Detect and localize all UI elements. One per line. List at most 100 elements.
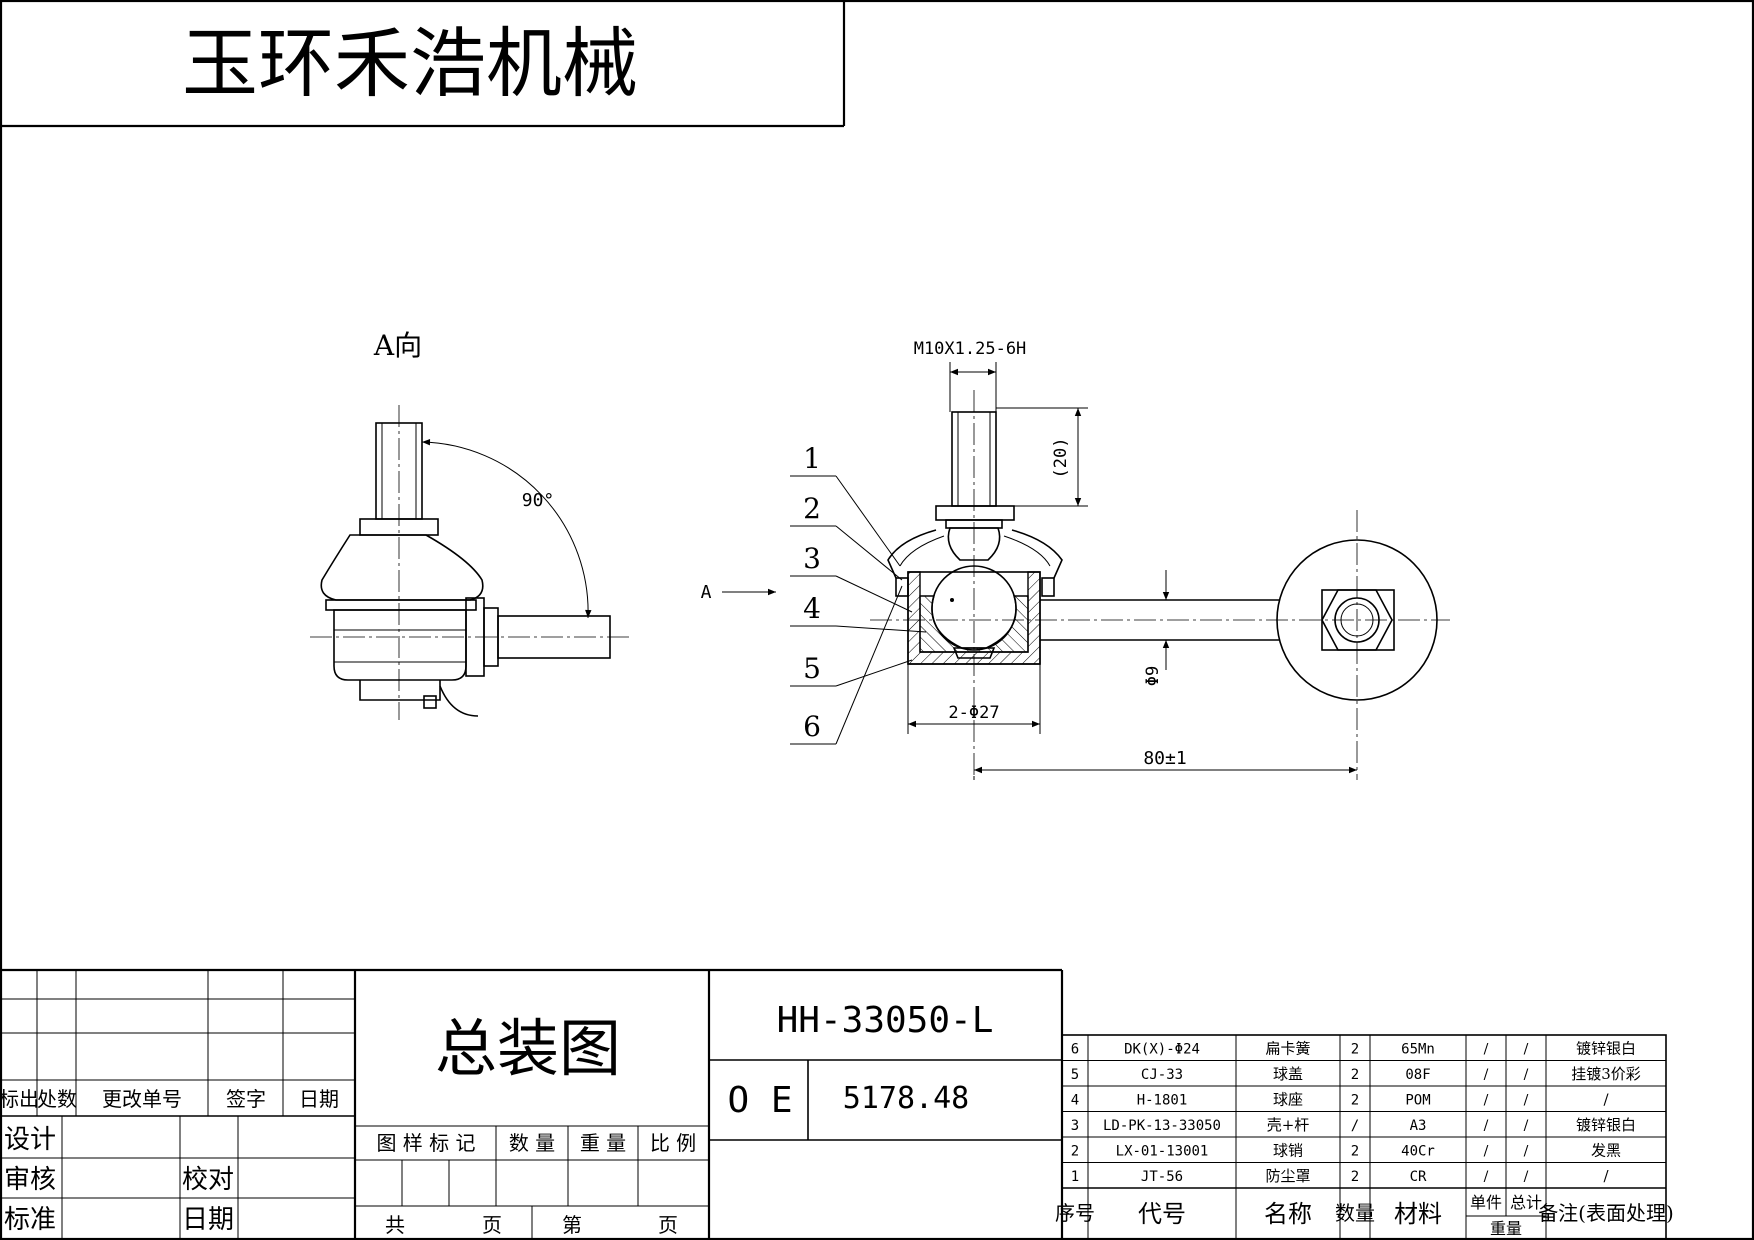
bom-cell-seq: 4	[1071, 1093, 1079, 1109]
bom-header-qty: 数量	[1335, 1201, 1375, 1225]
callout-6: 6	[803, 710, 821, 743]
callout-1: 1	[803, 442, 821, 475]
bom-cell-code: H-1801	[1137, 1093, 1188, 1109]
rev-header-4: 日期	[299, 1087, 339, 1111]
rev-header-3: 签字	[226, 1087, 266, 1111]
bom-cell-total: /	[1524, 1042, 1529, 1058]
sheet-no-unit: 页	[658, 1213, 678, 1237]
sheet-total-unit: 页	[482, 1213, 502, 1237]
bom-cell-qty: 2	[1351, 1042, 1359, 1058]
view-arrow-label: A	[701, 582, 712, 603]
bom-cell-name: 球销	[1273, 1142, 1303, 1160]
title-block: 标出 处数 更改单号 签字 日期 设计 审核 标准 校对 日期 总装图 图 样 …	[0, 968, 1064, 1239]
bom-cell-name: 壳+杆	[1267, 1116, 1310, 1134]
bom-cell-mat: CR	[1410, 1169, 1427, 1185]
bom-header-total: 总计	[1510, 1193, 1542, 1212]
callout-2: 2	[803, 492, 821, 525]
bom-cell-name: 球盖	[1273, 1065, 1303, 1083]
thread-spec: M10X1.25-6H	[914, 339, 1027, 359]
bom-header-unit: 单件	[1470, 1193, 1502, 1212]
bom-header-seq: 序号	[1055, 1201, 1095, 1225]
company-name: 玉环禾浩机械	[182, 19, 638, 108]
callout-5: 5	[803, 652, 821, 685]
bom-cell-mat: 08F	[1405, 1067, 1430, 1083]
callout-4: 4	[803, 592, 821, 625]
company-header: 玉环禾浩机械	[1, 1, 846, 128]
bom-cell-note: /	[1603, 1091, 1609, 1109]
bom-header-mat: 材料	[1394, 1200, 1442, 1228]
bom-cell-mat: A3	[1410, 1118, 1427, 1134]
bom-header-note: 备注(表面处理)	[1538, 1201, 1674, 1225]
rev-header-0: 标出	[0, 1087, 39, 1111]
drawing-title: 总装图	[435, 1012, 621, 1085]
bom-cell-total: /	[1524, 1169, 1529, 1185]
bom-cell-note: /	[1603, 1167, 1609, 1185]
bom-cell-qty: 2	[1351, 1169, 1359, 1185]
sign-standard: 标准	[4, 1205, 56, 1235]
bom-cell-mat: 40Cr	[1401, 1144, 1435, 1160]
bom-cell-unit: /	[1484, 1042, 1489, 1058]
sign-review: 审核	[4, 1165, 56, 1195]
bom-cell-name: 扁卡簧	[1265, 1040, 1310, 1058]
oe-number: 5178.48	[843, 1081, 969, 1116]
mid-header-0: 图 样 标 记	[376, 1131, 475, 1155]
view-a-label: A向	[373, 329, 422, 362]
bom-header-code: 代号	[1138, 1200, 1186, 1228]
rev-header-1: 处数	[37, 1087, 77, 1111]
bom-cell-qty: /	[1351, 1118, 1359, 1134]
bom-cell-seq: 6	[1071, 1042, 1079, 1058]
bom-cell-name: 球座	[1273, 1091, 1303, 1109]
callout-3: 3	[803, 542, 821, 575]
sheet-no-label: 第	[562, 1213, 582, 1237]
bom-cell-name: 防尘罩	[1265, 1167, 1310, 1185]
bom-cell-note: 镀锌银白	[1576, 1116, 1636, 1134]
dim-20: (20)	[1051, 438, 1071, 479]
bom-cell-unit: /	[1484, 1093, 1489, 1109]
part-number: HH-33050-L	[777, 1000, 994, 1041]
bom-cell-mat: POM	[1405, 1093, 1430, 1109]
bom-cell-seq: 5	[1071, 1067, 1079, 1083]
bom-cell-unit: /	[1484, 1118, 1489, 1134]
bom-cell-total: /	[1524, 1093, 1529, 1109]
bom-cell-seq: 2	[1071, 1144, 1079, 1160]
mid-header-2: 重 量	[580, 1131, 626, 1155]
bom-cell-code: DK(X)-Φ24	[1124, 1042, 1200, 1058]
bom-cell-total: /	[1524, 1118, 1529, 1134]
section-view: M10X1.25-6H (20)	[701, 339, 1450, 780]
bom-cell-unit: /	[1484, 1067, 1489, 1083]
sign-date: 日期	[182, 1205, 234, 1235]
bom-cell-seq: 3	[1071, 1118, 1079, 1134]
oe-label: O E	[727, 1080, 792, 1121]
bom-cell-total: /	[1524, 1144, 1529, 1160]
bom-header-weight: 重量	[1490, 1219, 1522, 1238]
bom-cell-code: LD-PK-13-33050	[1103, 1118, 1221, 1134]
sign-check: 校对	[182, 1165, 234, 1195]
mid-header-1: 数 量	[509, 1131, 555, 1155]
bom-cell-total: /	[1524, 1067, 1529, 1083]
bom-cell-note: 发黑	[1591, 1142, 1621, 1160]
bom-cell-unit: /	[1484, 1169, 1489, 1185]
angle-dim: 90°	[522, 490, 555, 511]
bom-header-name: 名称	[1264, 1200, 1312, 1228]
sheet-total-label: 共	[385, 1213, 405, 1237]
dim-2phi27: 2-Φ27	[948, 703, 999, 723]
bom-cell-note: 镀锌银白	[1576, 1040, 1636, 1058]
bom-cell-note: 挂镀3价彩	[1571, 1065, 1641, 1083]
bom-cell-code: LX-01-13001	[1116, 1144, 1209, 1160]
rev-header-2: 更改单号	[102, 1087, 182, 1111]
dim-phi9: Φ9	[1143, 666, 1163, 686]
bom-cell-qty: 2	[1351, 1093, 1359, 1109]
bom-cell-seq: 1	[1071, 1169, 1079, 1185]
bom-cell-code: JT-56	[1141, 1169, 1183, 1185]
dim-80: 80±1	[1143, 748, 1186, 769]
mid-header-3: 比 例	[650, 1131, 696, 1155]
bom-cell-unit: /	[1484, 1144, 1489, 1160]
bom-cell-qty: 2	[1351, 1067, 1359, 1083]
bom-cell-qty: 2	[1351, 1144, 1359, 1160]
callouts: 1 2 3 4 5 6	[790, 442, 927, 745]
bom-cell-mat: 65Mn	[1401, 1042, 1435, 1058]
